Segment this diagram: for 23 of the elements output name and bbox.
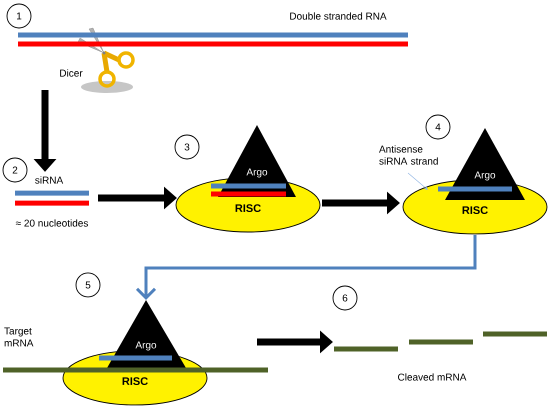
strand-label: Target mRNA — [4, 328, 34, 346]
rna-strand — [18, 32, 408, 46]
step-number: 3 — [174, 134, 200, 160]
rna-strand — [409, 340, 473, 344]
strand-label: Double stranded RNA — [290, 12, 387, 20]
rna-strand — [334, 346, 398, 352]
arrow — [136, 234, 476, 300]
step-number: 6 — [332, 286, 358, 310]
strand-label: siRNA — [35, 176, 64, 184]
step-number: 2 — [2, 158, 28, 182]
argo-triangle: Argo — [211, 125, 296, 197]
rna-strand — [3, 367, 268, 372]
rna-strand — [15, 190, 89, 206]
step-number: 4 — [426, 114, 450, 140]
rna-strand — [483, 331, 547, 336]
step-number: 5 — [76, 272, 100, 298]
strand-label: ≈ 20 nucleotides — [16, 219, 88, 227]
enzyme-label: Dicer — [60, 69, 82, 77]
caption: Cleaved mRNA — [398, 373, 466, 381]
argo-triangle: Argo — [99, 300, 186, 368]
strand-label: Antisense siRNA strand — [379, 145, 438, 165]
step-number: 1 — [6, 4, 32, 28]
leader-line — [408, 172, 428, 190]
